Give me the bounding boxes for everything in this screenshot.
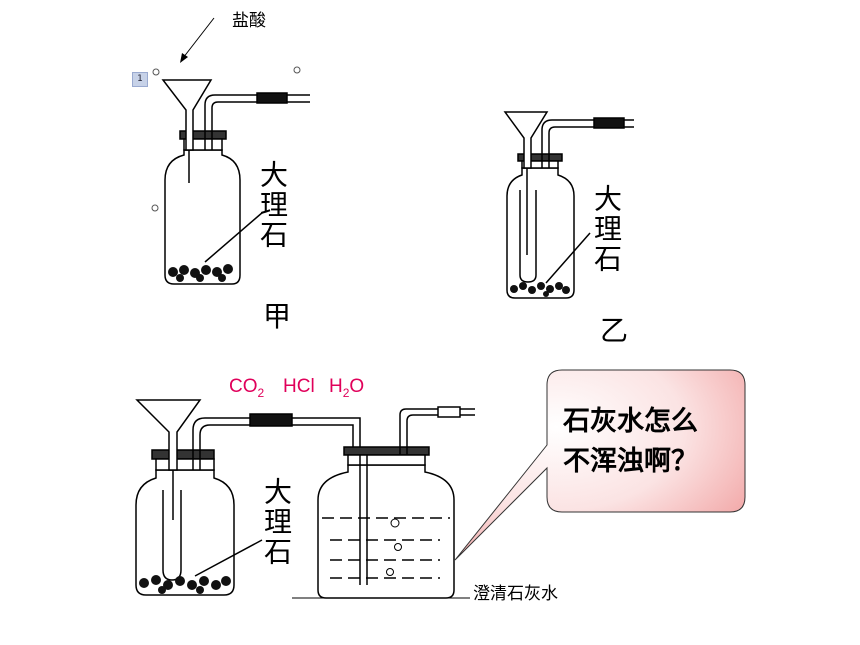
co2-sub: 2	[257, 385, 265, 400]
delivery-tube-yi	[541, 119, 634, 168]
gas-co2: CO2	[229, 376, 264, 400]
pointer-line-jia	[204, 211, 264, 263]
bubble-line-2: 不浑浊啊？	[563, 446, 698, 477]
delivery-tube-jia	[204, 94, 310, 150]
page-marker[interactable]: 1	[132, 72, 148, 87]
h2o-sub: 2	[342, 385, 350, 400]
bottle-yi	[506, 167, 575, 299]
rubber-connector-bottom	[249, 413, 293, 427]
funnel-jia	[161, 79, 213, 151]
marble-label-yi: 大理石	[590, 184, 623, 274]
marble-pieces-jia	[168, 264, 233, 282]
selection-handles	[151, 66, 301, 212]
bottle-jia	[164, 149, 241, 285]
acid-label: 盐酸	[232, 11, 266, 31]
label-jia: 甲	[263, 300, 292, 333]
marble-label-jia: 大理石	[256, 160, 289, 250]
pointer-line-bottom	[194, 539, 263, 577]
gas-h2o: H2O	[329, 376, 364, 400]
h2o-h: H	[329, 376, 343, 397]
funnel-bottom	[135, 399, 202, 471]
acid-arrow	[180, 17, 215, 63]
apparatus-jia	[161, 79, 310, 285]
apparatus-bottom	[135, 399, 475, 599]
co2-main: CO	[229, 376, 258, 397]
speech-bubble	[454, 369, 746, 561]
h2o-o: O	[349, 376, 365, 397]
rubber-connector-jia	[256, 92, 288, 104]
apparatus-yi	[503, 111, 634, 299]
limewater-surface	[322, 517, 450, 579]
bottle-bottom	[135, 469, 235, 596]
test-tube-yi	[519, 190, 537, 283]
marble-label-bottom: 大理石	[260, 477, 293, 567]
rubber-connector-yi	[593, 117, 625, 129]
gas-bubbles	[386, 518, 402, 576]
delivery-tube-bottom	[192, 417, 361, 470]
pointer-line-yi	[545, 232, 591, 284]
marble-pieces-yi	[510, 282, 570, 297]
marble-pieces-bottom	[139, 575, 231, 594]
label-yi: 乙	[600, 314, 629, 347]
funnel-yi	[503, 111, 549, 169]
bubble-question: 石灰水怎么 不浑浊啊？	[563, 402, 698, 482]
limewater-label: 澄清石灰水	[473, 584, 558, 604]
stopper-bottom	[151, 449, 215, 460]
bubble-line-1: 石灰水怎么	[563, 406, 698, 437]
test-tube-bottom	[162, 490, 182, 581]
limewater-outlet	[399, 408, 475, 455]
limewater-stopper	[343, 446, 430, 456]
gas-hcl: HCl	[283, 376, 315, 397]
